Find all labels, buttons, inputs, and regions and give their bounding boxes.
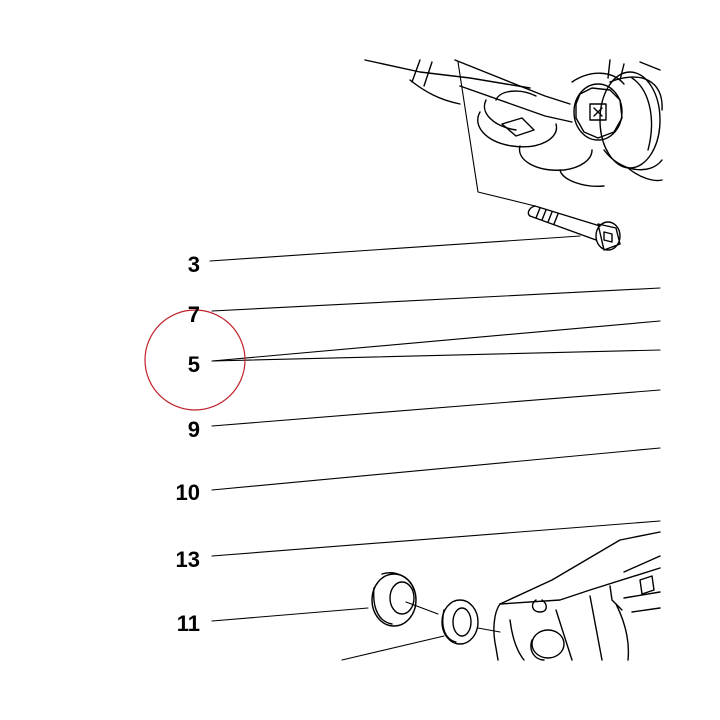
callout-11: 11 [177,611,200,636]
callout-3: 3 [188,252,200,277]
leader-3 [209,235,581,262]
callout-13: 13 [176,547,200,572]
leader-frame [477,627,501,633]
leader-ring-bottom [341,635,445,661]
leader-9 [211,389,661,427]
upper-assembly [364,59,663,187]
leader-13 [211,520,661,557]
leader-upper-assembly [457,61,536,207]
callout-labels: 3 7 5 9 10 13 11 [176,252,200,636]
cup-washer-part-11 [371,572,417,627]
lower-frame [493,531,661,661]
leader-10 [211,447,661,491]
callout-7: 7 [188,302,200,327]
ring-bushing [441,599,479,645]
leader-ring [405,601,439,615]
callout-5: 5 [188,352,200,377]
leader-11 [211,607,369,622]
leader-7 [211,287,661,312]
leader-5b [211,349,661,362]
callout-10: 10 [176,480,200,505]
bolt-part-3 [527,205,621,251]
highlight-circle [144,309,246,411]
leader-5a [211,320,661,362]
callout-9: 9 [188,417,200,442]
leader-lines [209,61,661,661]
